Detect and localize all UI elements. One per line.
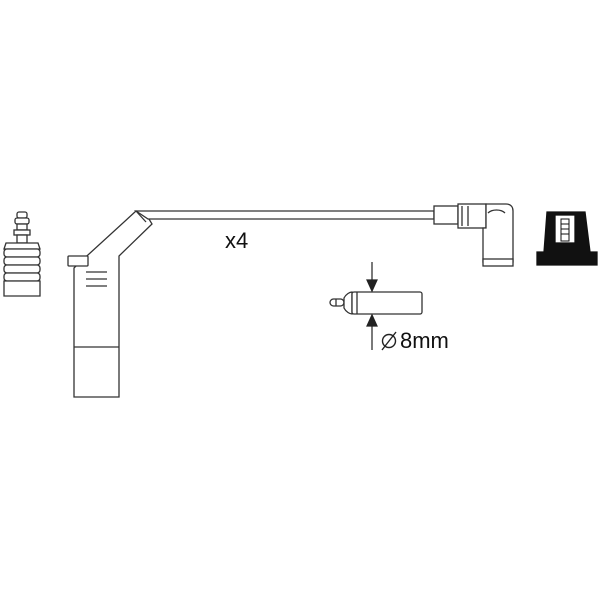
cable-section xyxy=(329,291,423,315)
plug-connector xyxy=(3,211,41,297)
black-cap xyxy=(536,211,598,266)
diameter-label: 8mm xyxy=(400,328,449,353)
coil-boot xyxy=(433,203,514,267)
dimension-arrows xyxy=(366,262,378,350)
diameter-icon xyxy=(381,331,397,351)
quantity-label: x4 xyxy=(225,228,248,253)
ignition-lead xyxy=(67,210,435,398)
